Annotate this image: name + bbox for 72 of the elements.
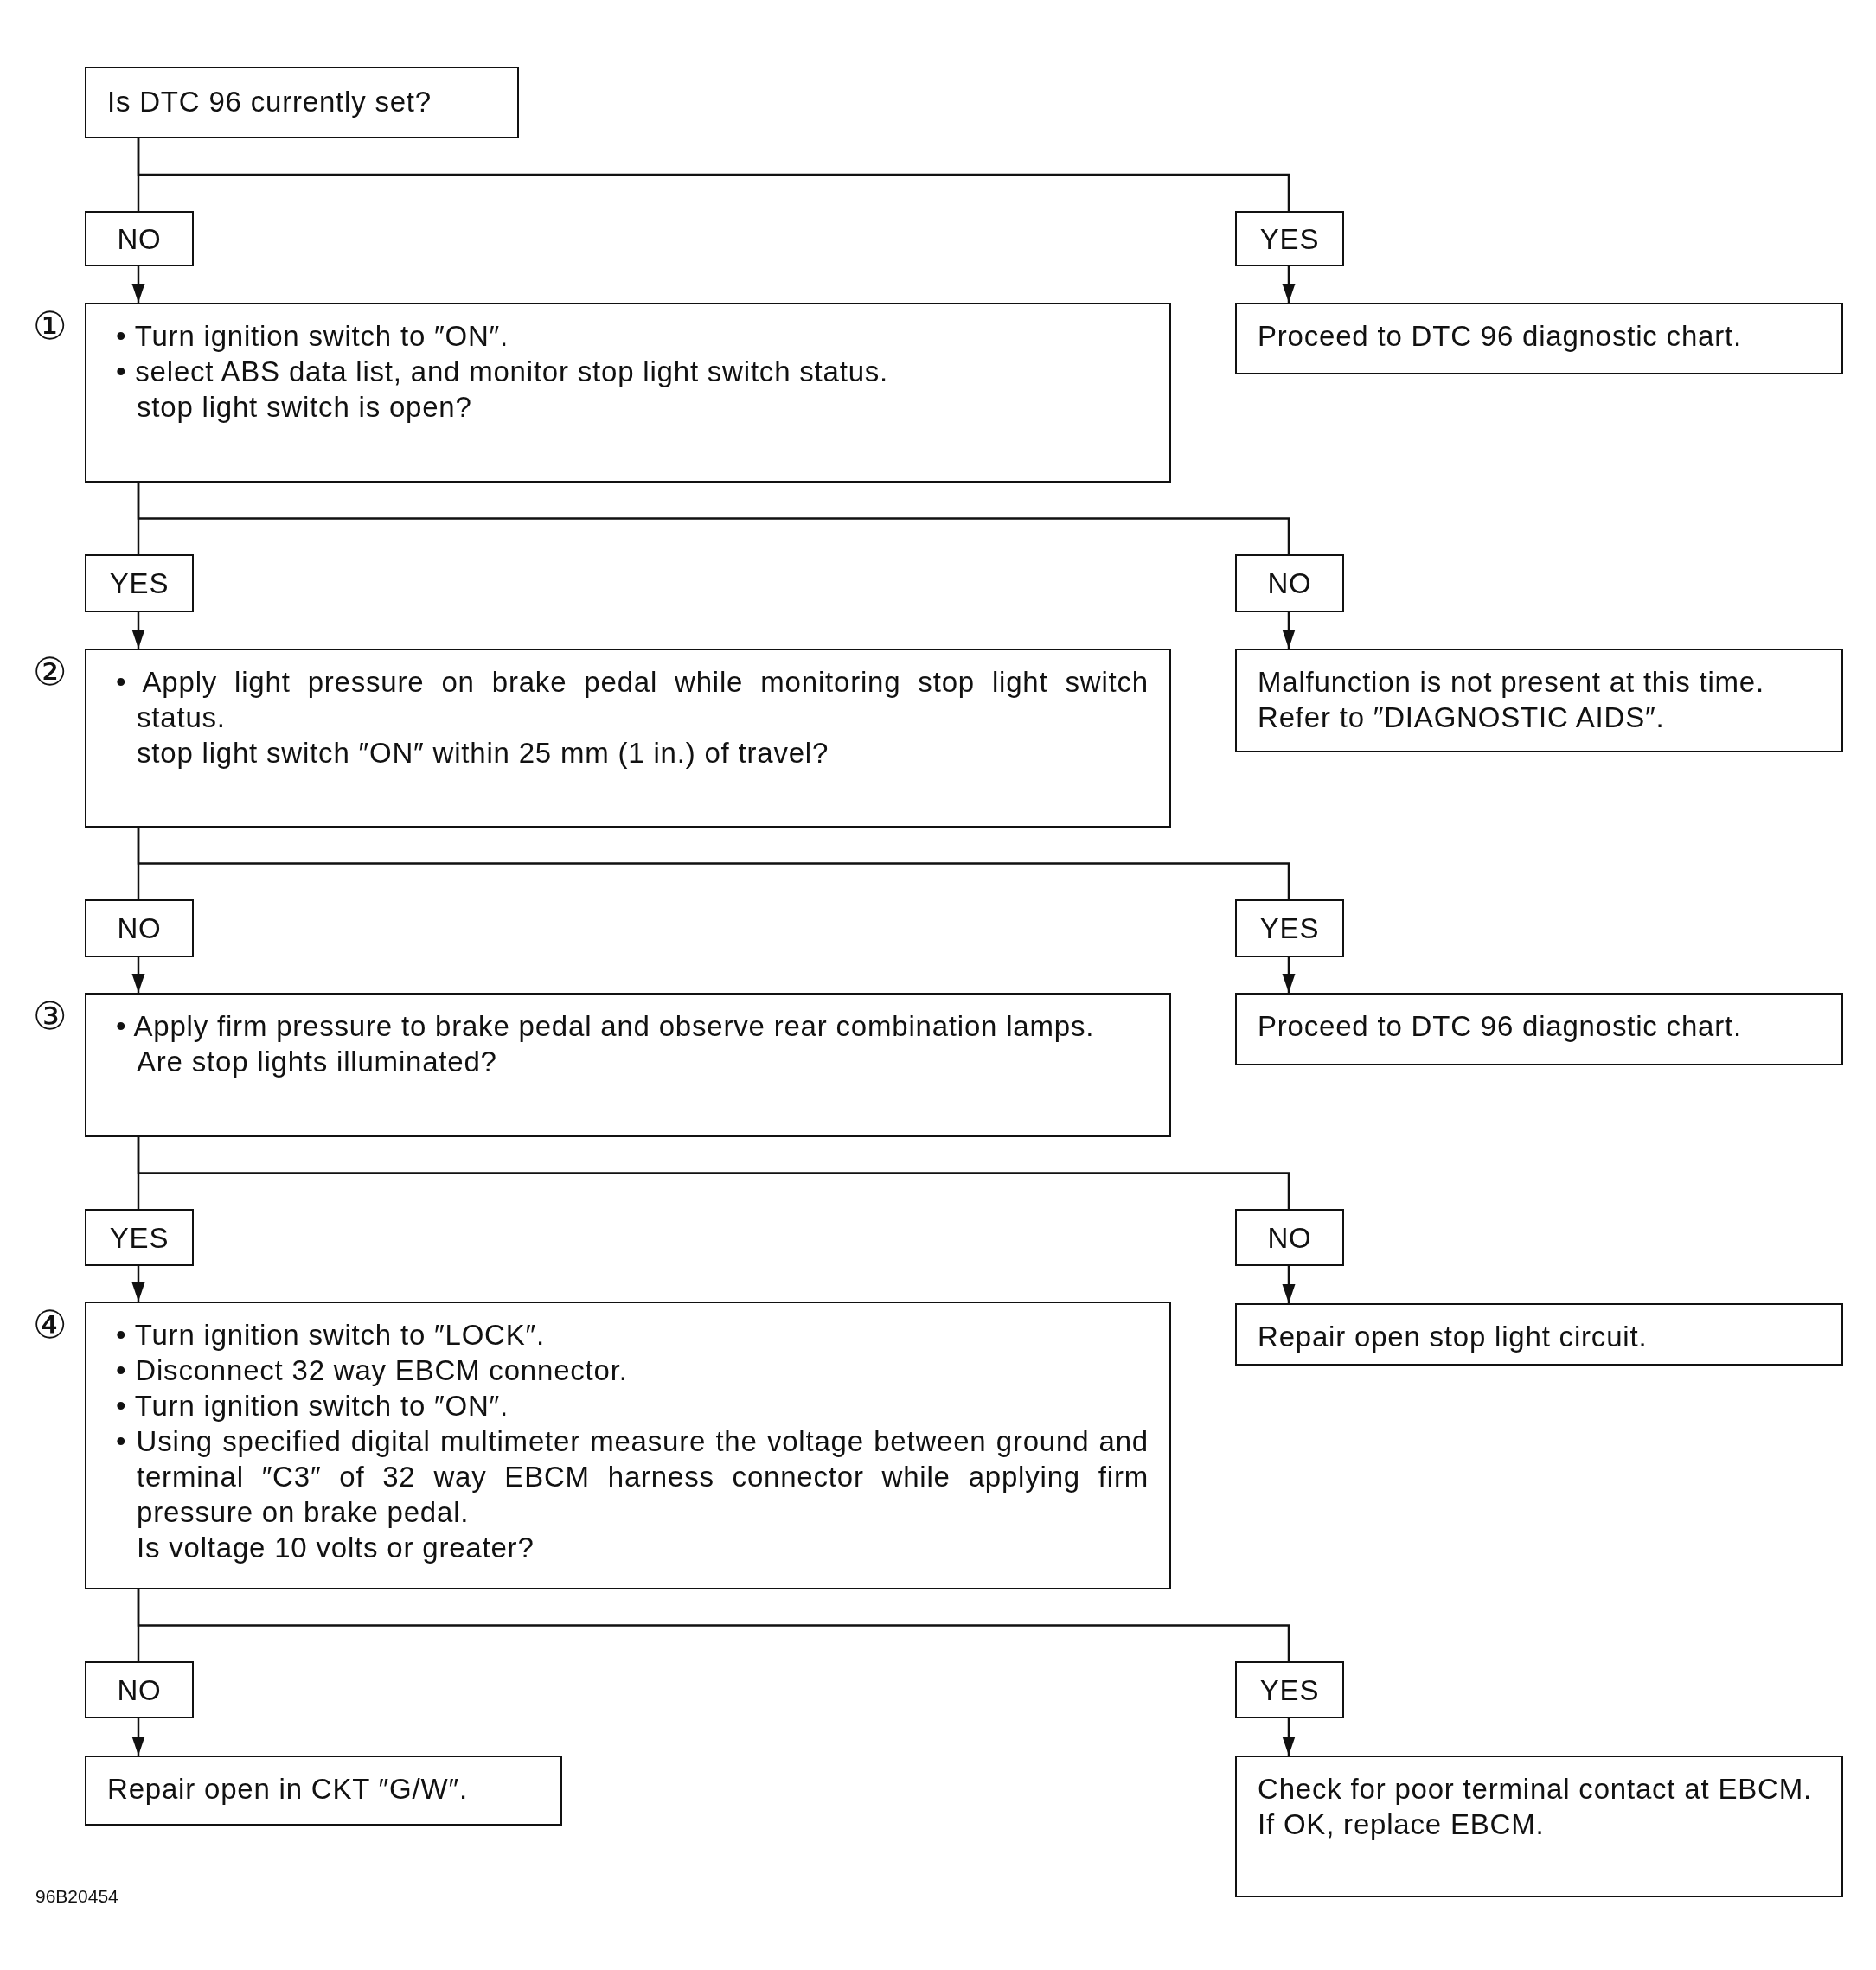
result-box	[1235, 649, 1843, 752]
question-box	[85, 67, 519, 138]
instruction-text: Is voltage 10 volts or greater?	[137, 1531, 535, 1565]
flow-arrow	[131, 1718, 145, 1756]
flow-arrow	[1282, 957, 1296, 993]
answer-tag	[85, 211, 194, 266]
instruction-text: • Turn ignition switch to ″ON″.	[116, 1389, 509, 1423]
answer-tag	[85, 1661, 194, 1718]
instruction-text: stop light switch ″ON″ within 25 mm (1 in.) of travel?	[137, 736, 829, 771]
result-box	[1235, 993, 1843, 1065]
result-text: Repair open stop light circuit.	[1258, 1320, 1648, 1354]
connector-line	[137, 1589, 1290, 1661]
instruction-text: Are stop lights illuminated?	[137, 1045, 497, 1079]
step-number: ④	[33, 1306, 67, 1344]
answer-tag	[1235, 899, 1344, 957]
result-box	[85, 1756, 562, 1826]
instruction-text: • Disconnect 32 way EBCM connector.	[116, 1353, 628, 1388]
result-box	[1235, 303, 1843, 374]
instruction-text: • Turn ignition switch to ″ON″.	[116, 319, 509, 354]
flow-arrow	[1282, 612, 1296, 649]
result-box	[1235, 1756, 1843, 1897]
figure-code: 96B20454	[35, 1887, 118, 1905]
answer-label: NO	[117, 911, 162, 946]
answer-tag	[1235, 211, 1344, 266]
flow-arrow	[131, 957, 145, 993]
answer-label: NO	[117, 221, 162, 257]
instruction-text: stop light switch is open?	[137, 390, 472, 425]
result-box	[1235, 1303, 1843, 1366]
answer-tag	[1235, 1209, 1344, 1266]
flow-arrow	[131, 1266, 145, 1302]
result-text: Refer to ″DIAGNOSTIC AIDS″.	[1258, 700, 1665, 735]
answer-tag	[85, 1209, 194, 1266]
connector-line	[137, 138, 1290, 211]
instruction-text: • select ABS data list, and monitor stop light switch status.	[116, 355, 889, 389]
step-number: ③	[33, 997, 67, 1035]
instruction-text: • Apply light pressure on brake pedal while monitoring stop light switch status.	[116, 665, 1149, 735]
result-text: Malfunction is not present at this time.	[1258, 665, 1764, 700]
flow-arrow	[131, 612, 145, 649]
step-box	[85, 649, 1171, 828]
connector-line	[137, 483, 1290, 554]
answer-label: YES	[109, 1220, 170, 1256]
answer-tag	[85, 899, 194, 957]
step-number: ①	[33, 307, 67, 345]
step-box	[85, 993, 1171, 1137]
answer-label: NO	[1267, 1220, 1312, 1256]
step-box	[85, 303, 1171, 483]
flow-arrow	[131, 266, 145, 303]
result-text: Check for poor terminal contact at EBCM.	[1258, 1772, 1812, 1807]
answer-label: YES	[1259, 221, 1320, 257]
answer-label: NO	[117, 1673, 162, 1708]
answer-tag	[1235, 1661, 1344, 1718]
answer-label: YES	[109, 566, 170, 601]
result-text: Proceed to DTC 96 diagnostic chart.	[1258, 1009, 1742, 1044]
result-text: Repair open in CKT ″G/W″.	[107, 1772, 468, 1807]
step-number: ②	[33, 653, 67, 691]
question-text: Is DTC 96 currently set?	[107, 85, 432, 119]
instruction-text: • Apply firm pressure to brake pedal and observe rear combination lamps.	[116, 1009, 1095, 1044]
step-box	[85, 1302, 1171, 1589]
answer-tag	[1235, 554, 1344, 612]
instruction-text: • Using specified digital multimeter measure the voltage between ground and terminal ″C3″ of 32 way EBCM harness connector while applying firm pressure on brake pedal.	[116, 1424, 1149, 1530]
answer-label: YES	[1259, 911, 1320, 946]
instruction-text: • Turn ignition switch to ″LOCK″.	[116, 1318, 545, 1353]
connector-line	[137, 1137, 1290, 1209]
answer-label: YES	[1259, 1673, 1320, 1708]
result-text: Proceed to DTC 96 diagnostic chart.	[1258, 319, 1742, 354]
answer-label: NO	[1267, 566, 1312, 601]
flow-arrow	[1282, 1718, 1296, 1756]
flow-arrow	[1282, 1266, 1296, 1303]
result-text: If OK, replace EBCM.	[1258, 1807, 1545, 1842]
answer-tag	[85, 554, 194, 612]
connector-line	[137, 828, 1290, 899]
flow-arrow	[1282, 266, 1296, 303]
